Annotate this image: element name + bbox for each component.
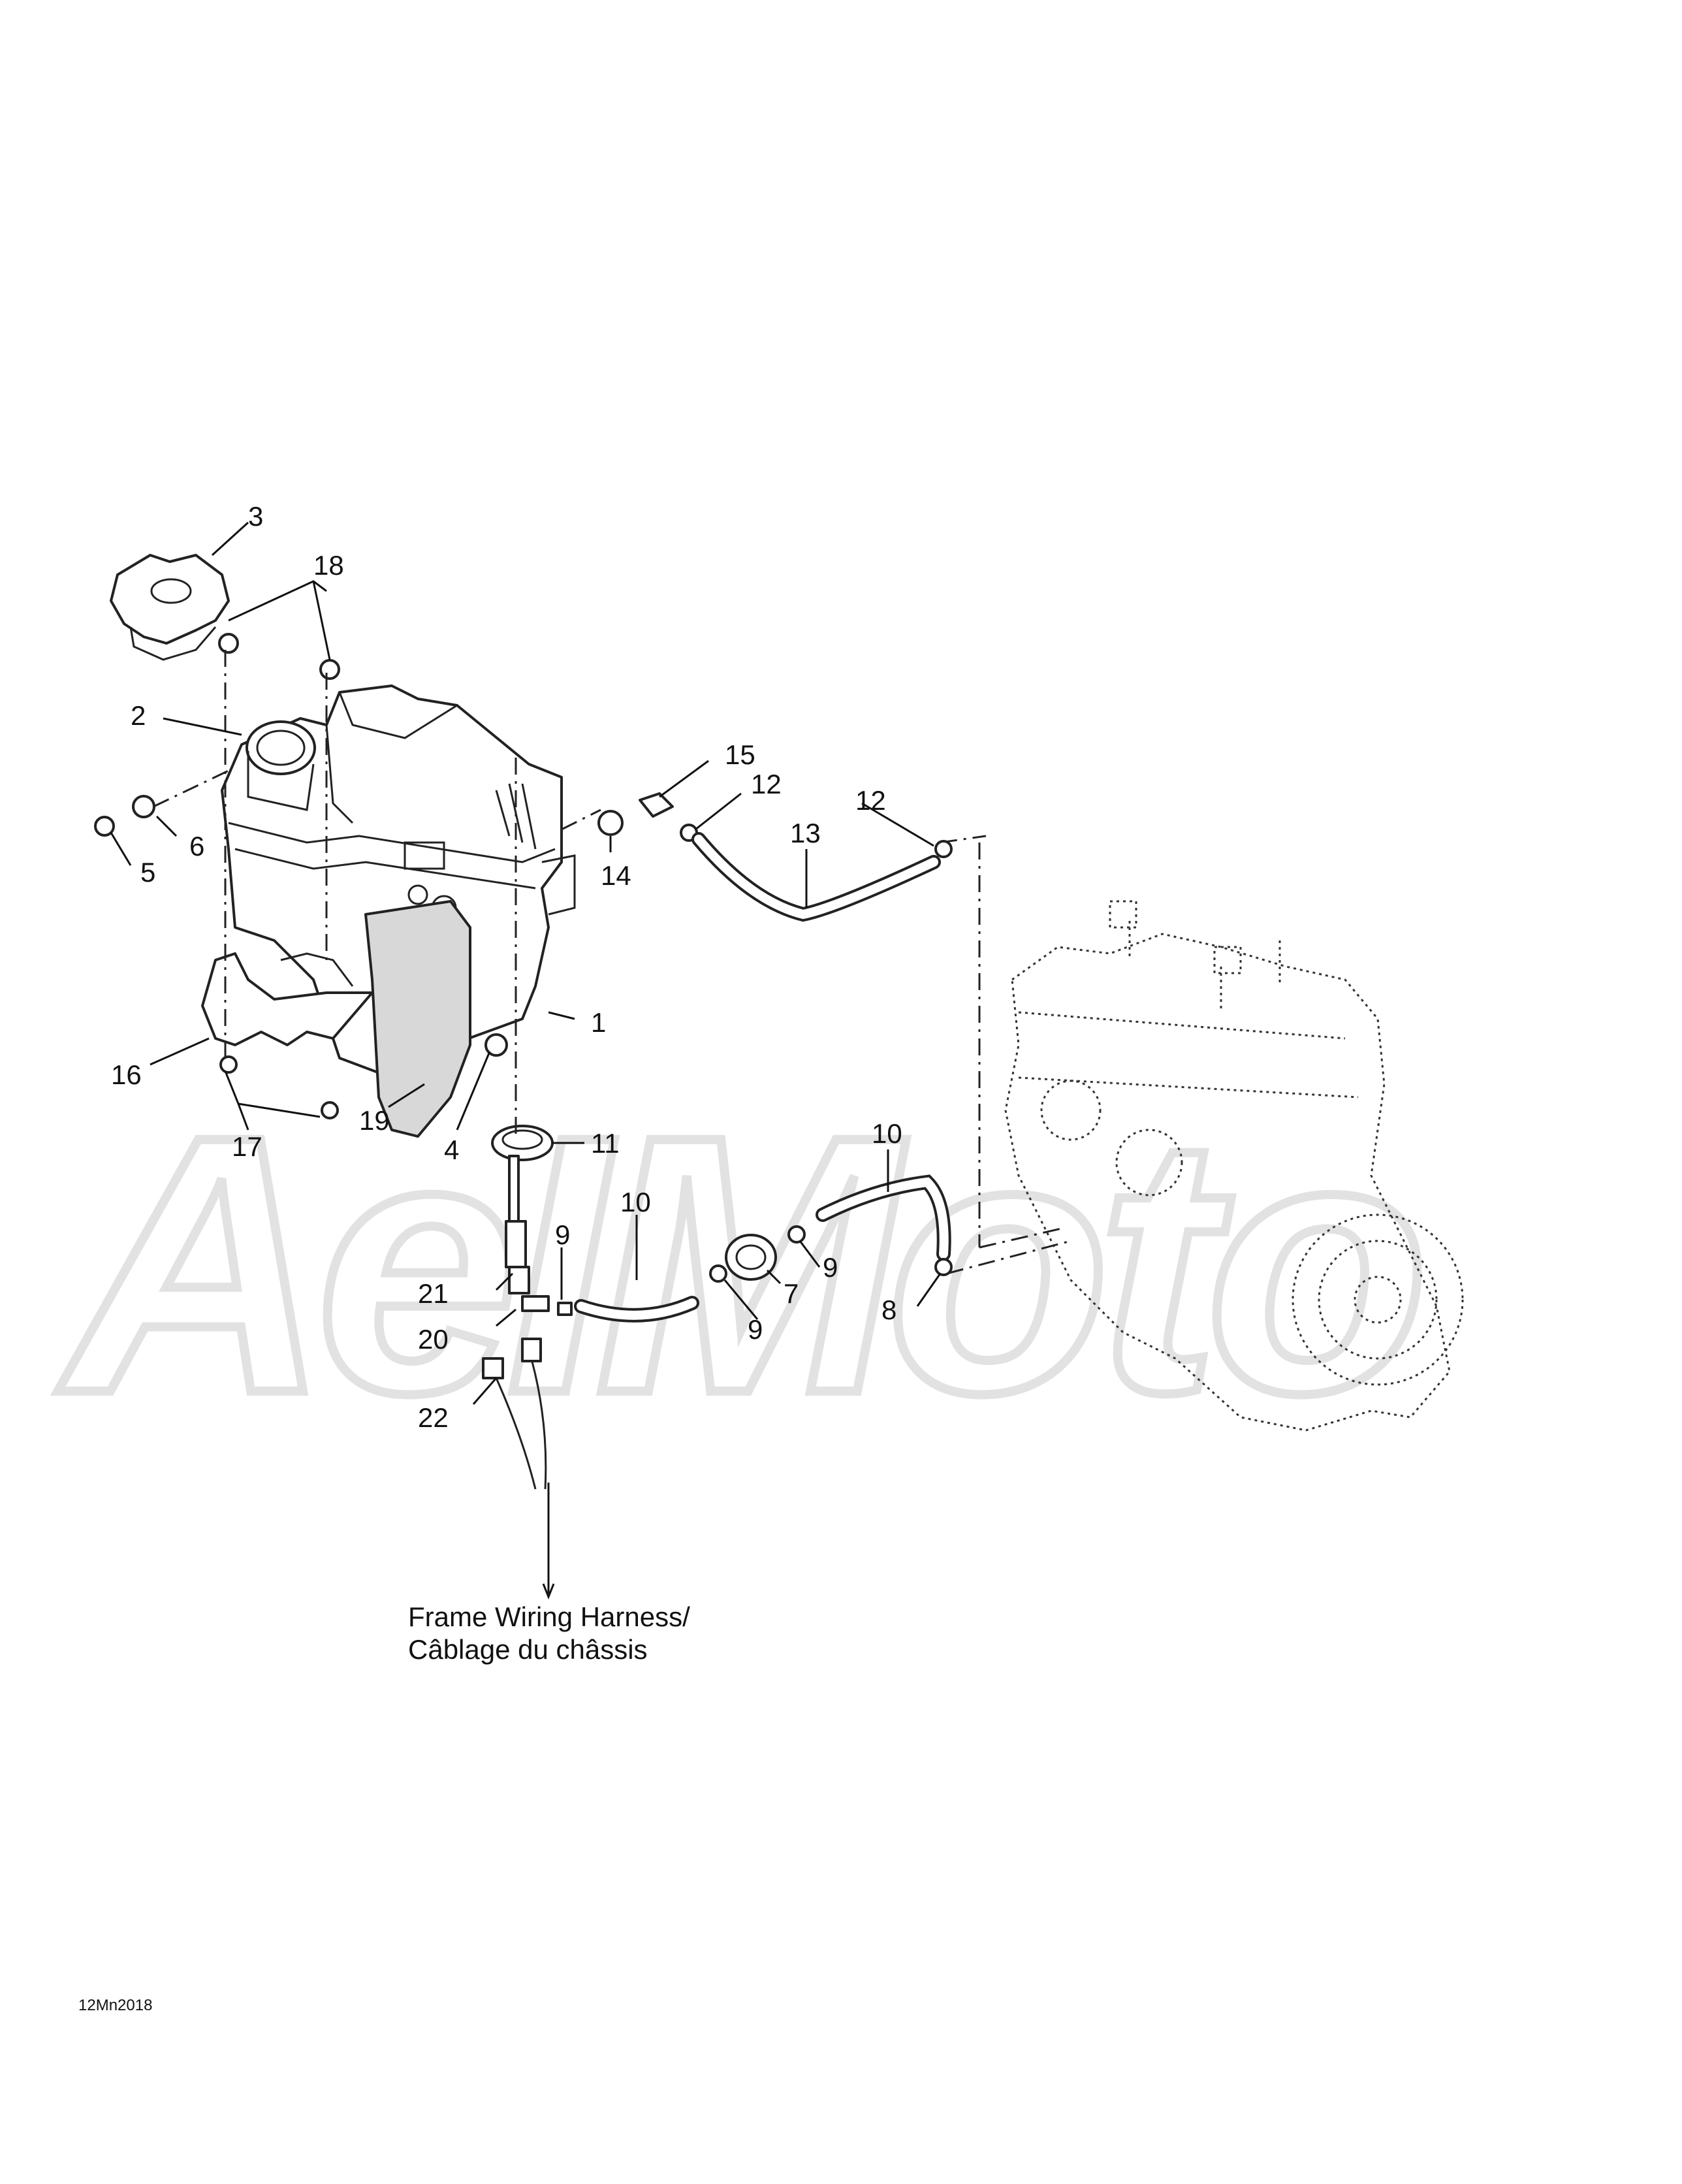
callout-16: 16: [111, 1059, 142, 1090]
callout-22: 22: [418, 1402, 449, 1433]
tank-cap: [110, 554, 230, 661]
callout-labels: 3 18 2 6 5 15 12 12 13 14 1 16 19 4 11 1…: [111, 501, 902, 1433]
callout-6: 6: [189, 831, 204, 861]
callout-20: 20: [418, 1324, 449, 1355]
tank-shield: [201, 952, 373, 1046]
level-sensor: [482, 1155, 573, 1600]
callout-9c: 9: [748, 1314, 763, 1345]
callout-4: 4: [444, 1134, 459, 1165]
callout-12a: 12: [751, 769, 782, 799]
leader-lines: [110, 521, 942, 1405]
callout-17: 17: [232, 1131, 262, 1162]
lower-hose: [574, 1174, 953, 1323]
fasteners: [94, 633, 554, 1161]
callout-13: 13: [790, 818, 821, 848]
engine-outline: [1004, 900, 1464, 1432]
callout-15: 15: [725, 739, 755, 770]
callout-21: 21: [418, 1278, 449, 1309]
callout-9a: 9: [555, 1219, 570, 1250]
callout-18: 18: [313, 550, 344, 581]
upper-hose: [597, 792, 953, 922]
callout-19: 19: [359, 1105, 390, 1136]
diagram-code: 12Mn2018: [78, 1997, 152, 2014]
harness-note-line2: Câblage du châssis: [408, 1634, 648, 1665]
callout-1: 1: [591, 1007, 606, 1038]
callout-11: 11: [591, 1128, 620, 1159]
callout-10a: 10: [872, 1118, 902, 1149]
callout-5: 5: [140, 857, 155, 888]
callout-7: 7: [784, 1278, 799, 1309]
callout-3: 3: [248, 501, 263, 532]
callout-10b: 10: [620, 1187, 651, 1217]
callout-9b: 9: [823, 1252, 838, 1283]
callout-12b: 12: [855, 785, 886, 816]
heat-pad: [364, 900, 471, 1138]
callout-14: 14: [601, 860, 631, 891]
callout-2: 2: [131, 700, 146, 731]
callout-8: 8: [881, 1294, 897, 1325]
harness-note-line1: Frame Wiring Harness/: [408, 1601, 690, 1632]
oil-tank: [221, 684, 576, 1079]
